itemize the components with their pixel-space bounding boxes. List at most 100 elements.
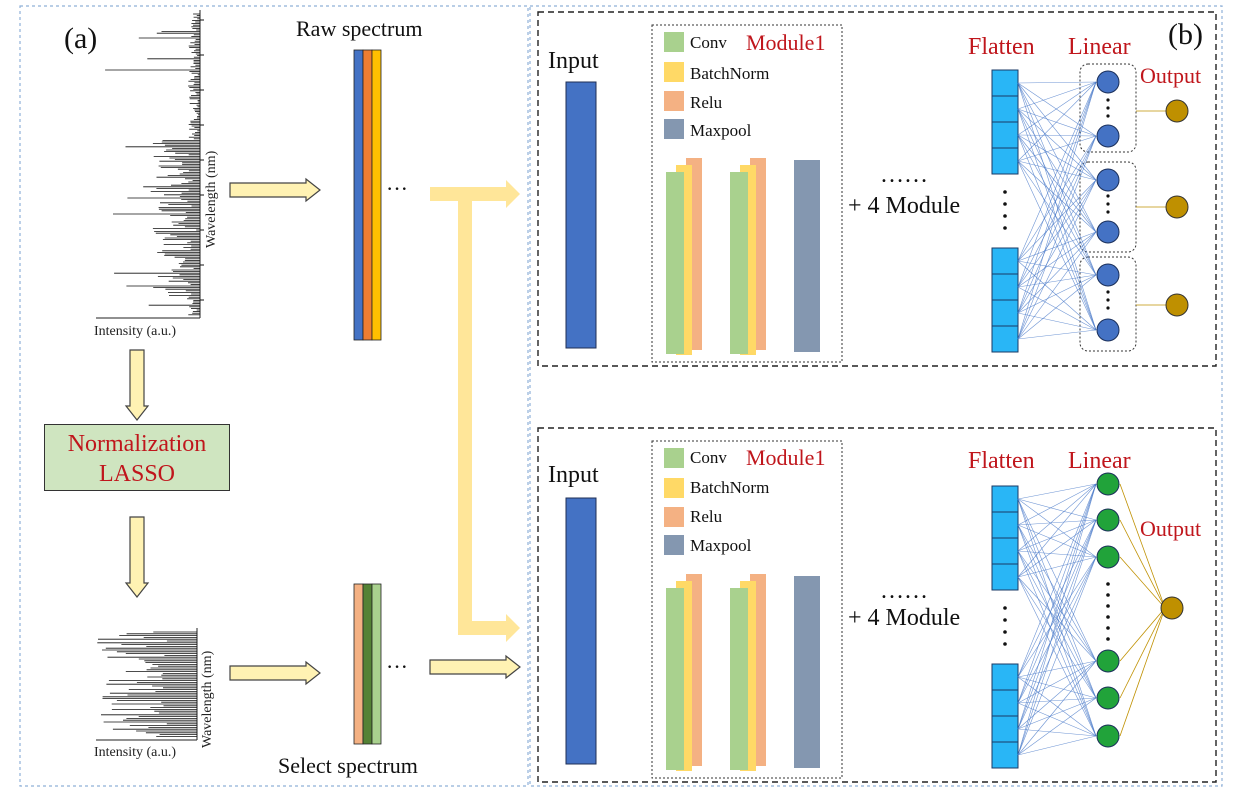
- top-flatten-label: Flatten: [968, 34, 1035, 60]
- ellipsis-dot: [1003, 190, 1007, 194]
- top-linear-label: Linear: [1068, 34, 1131, 60]
- panel-b-frame: [529, 5, 1223, 787]
- raw-spectrum-title: Raw spectrum: [296, 16, 423, 41]
- normalization-text: Normalization: [67, 431, 207, 457]
- input-block: [565, 81, 597, 349]
- connection-line: [1017, 286, 1097, 331]
- connection-line: [1017, 483, 1097, 704]
- connection-line: [1017, 160, 1097, 331]
- conv-layer: [666, 588, 684, 770]
- raw-x-axis-label: Intensity (a.u.): [94, 324, 177, 339]
- connection-line: [1017, 697, 1097, 730]
- legend-swatch: [664, 32, 684, 52]
- arrow-right-icon: [229, 177, 321, 203]
- connection-line: [1017, 519, 1097, 756]
- bottom-output-label: Output: [1140, 516, 1202, 541]
- connection-line: [1017, 550, 1097, 558]
- connection-line: [1017, 274, 1097, 314]
- connection-line: [1017, 697, 1097, 756]
- bottom-legend-conv: Conv: [690, 448, 727, 467]
- connection-line: [1017, 231, 1097, 340]
- connection-line: [1017, 702, 1097, 737]
- flatten-cell: [991, 325, 1019, 353]
- select-y-axis-label: Wavelength (nm): [200, 650, 215, 748]
- connection-line: [1017, 483, 1097, 500]
- connection-line: [1017, 556, 1097, 678]
- ellipsis-dot: [1003, 606, 1007, 610]
- panel-a-frame: [19, 5, 529, 787]
- select-spectrum-bar: [371, 583, 382, 745]
- connector-segment: [458, 621, 508, 635]
- ellipsis-dot: [1106, 106, 1110, 110]
- ellipsis-dot: [1106, 604, 1110, 608]
- connection-line: [1017, 735, 1097, 756]
- connection-line: [1017, 134, 1097, 137]
- connection-line: [1017, 81, 1097, 262]
- output-link: [1119, 483, 1166, 609]
- connection-line: [1017, 519, 1097, 704]
- ellipsis-dot: [1106, 626, 1110, 630]
- flatten-cell: [991, 715, 1019, 743]
- output-link: [1119, 556, 1166, 609]
- legend-swatch: [664, 62, 684, 82]
- top-legend-relu: Relu: [690, 93, 723, 112]
- connection-line: [1017, 274, 1097, 340]
- connection-line: [1017, 160, 1097, 233]
- select-spectrum-bar: [362, 583, 373, 745]
- ellipsis-dot: [1106, 290, 1110, 294]
- bottom-legend-maxpool: Maxpool: [690, 536, 752, 555]
- lasso-text: LASSO: [98, 461, 176, 487]
- select-spectrum-bars: [353, 583, 382, 745]
- connection-line: [1017, 524, 1097, 558]
- output-link: [1119, 607, 1166, 699]
- ellipsis-dot: [1106, 114, 1110, 118]
- top-legend-conv: Conv: [690, 33, 727, 52]
- top-output-label: Output: [1140, 63, 1202, 88]
- top-module-title: Module1: [746, 30, 826, 55]
- connection-line: [1017, 483, 1097, 578]
- connection-line: [1017, 329, 1097, 340]
- top-legend-batchnorm: BatchNorm: [690, 64, 770, 83]
- connection-line: [1017, 260, 1097, 276]
- connection-line: [1017, 556, 1097, 756]
- bottom-more-modules: + 4 Module: [848, 605, 961, 631]
- bottom-module-title: Module1: [746, 445, 826, 470]
- raw-spectrum-bars: [353, 49, 382, 341]
- connection-line: [1017, 483, 1097, 526]
- connection-line: [1017, 160, 1097, 181]
- legend-swatch: [664, 535, 684, 555]
- flatten-cell: [991, 121, 1019, 149]
- flatten-cell: [991, 563, 1019, 591]
- connection-line: [1017, 660, 1097, 678]
- ellipsis-dot: [1106, 210, 1110, 214]
- flatten-cell: [991, 147, 1019, 175]
- arrow-right-icon: [429, 654, 521, 680]
- connection-line: [1017, 483, 1097, 730]
- select-spectrum-peaks: [97, 631, 197, 737]
- connection-line: [1017, 135, 1097, 314]
- ellipsis-dot: [1003, 202, 1007, 206]
- output-node: [1165, 293, 1189, 317]
- normalization-lasso-box: Normalization LASSO: [44, 424, 230, 491]
- connection-line: [1017, 483, 1097, 552]
- bottom-network: [565, 440, 1184, 779]
- ellipsis-dot: [1003, 226, 1007, 230]
- ellipsis-dot: [1106, 582, 1110, 586]
- raw-spectrum-bar: [362, 49, 373, 341]
- select-ellipsis: ···: [386, 654, 408, 679]
- select-x-axis-label: Intensity (a.u.): [94, 745, 177, 760]
- panel-a-label: (a): [64, 22, 98, 55]
- neuron-node: [1096, 724, 1120, 748]
- neuron-node: [1096, 124, 1120, 148]
- connection-line: [1017, 135, 1097, 262]
- arrow-right-icon: [229, 660, 321, 686]
- ellipsis-dot: [1106, 98, 1110, 102]
- connection-line: [1017, 660, 1097, 730]
- ellipsis-dot: [1003, 630, 1007, 634]
- raw-spectrum-bar: [371, 49, 382, 341]
- legend-swatch: [664, 507, 684, 527]
- connection-line: [1017, 556, 1097, 578]
- raw-spectrum-peaks: [105, 13, 204, 316]
- connection-line: [1017, 676, 1097, 737]
- connection-line: [1017, 81, 1097, 136]
